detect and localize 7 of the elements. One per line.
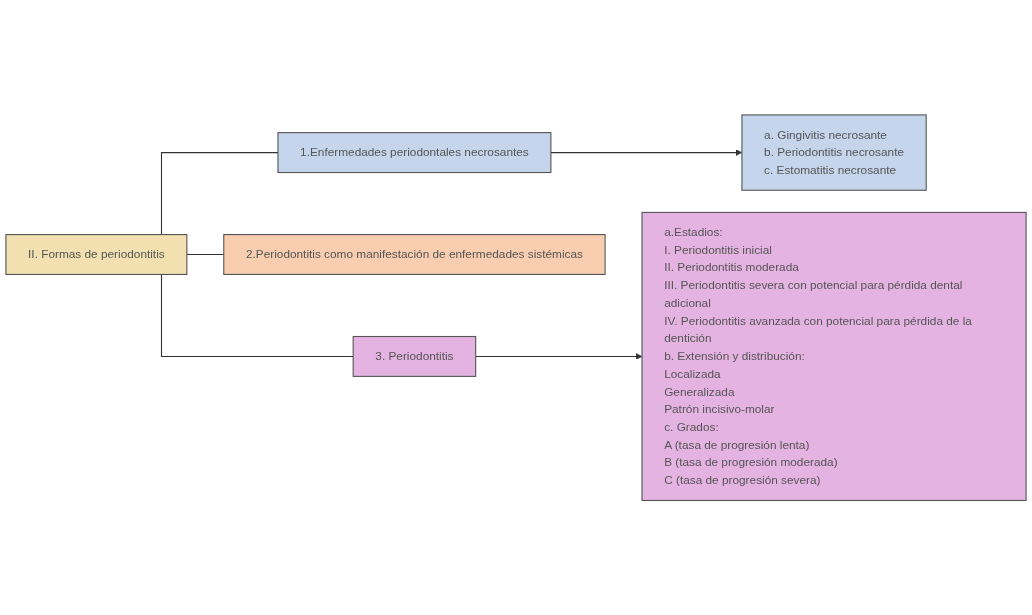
node-box [741,114,927,191]
arrow [475,353,643,360]
node-box [352,335,477,377]
node-box [5,233,188,275]
node-box [641,211,1027,501]
node-box [277,131,552,173]
node-box [223,233,606,275]
